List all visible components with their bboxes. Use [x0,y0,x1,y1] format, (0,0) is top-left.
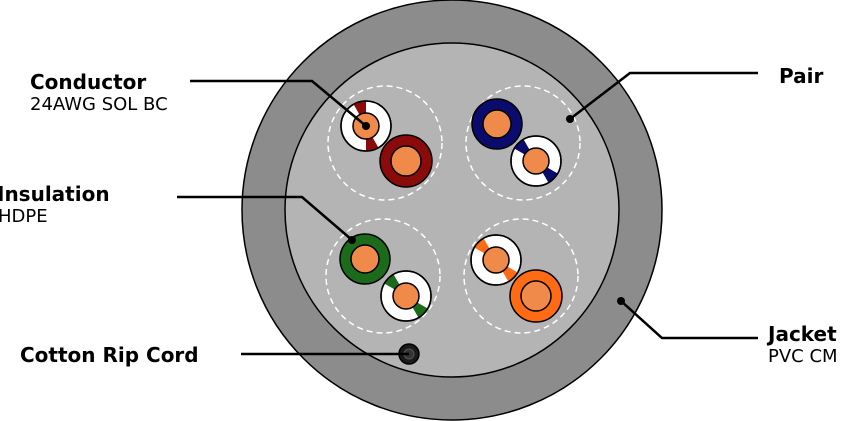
jacket-spec: PVC CM [768,346,838,367]
leader-dot-pair [566,115,574,123]
wire-green-white [380,270,432,322]
pair-label: Pair [779,64,823,88]
wire-orange-solid [509,269,563,323]
wire-green-solid [339,233,391,285]
leader-pair [569,71,758,120]
wire-orange-white [470,234,522,286]
rip-cord-label: Cotton Rip Cord [20,343,199,367]
pair-boundary-blue [465,85,581,201]
insulation-label: Insulation [0,182,110,206]
wire-brown-solid [379,134,433,188]
conductor-spec: 24AWG SOL BC [30,94,168,115]
leader-conductor [190,79,367,127]
pair-boundary-green [325,218,441,334]
leader-jacket [620,300,758,340]
leader-dot-jacket [617,297,625,305]
pair-boundary-orange [463,218,579,334]
leader-insulation [177,195,353,241]
wire-blue-solid [471,98,523,150]
insulation-spec: HDPE [0,206,48,227]
conductor-label: Conductor [30,70,146,94]
leader-dot-conductor [362,122,370,130]
jacket-inner-core [284,42,620,378]
wire-blue-white [510,135,562,187]
leader-dot-insulation [348,236,356,244]
jacket-label: Jacket [766,322,837,346]
pair-boundary-brown [327,85,443,201]
